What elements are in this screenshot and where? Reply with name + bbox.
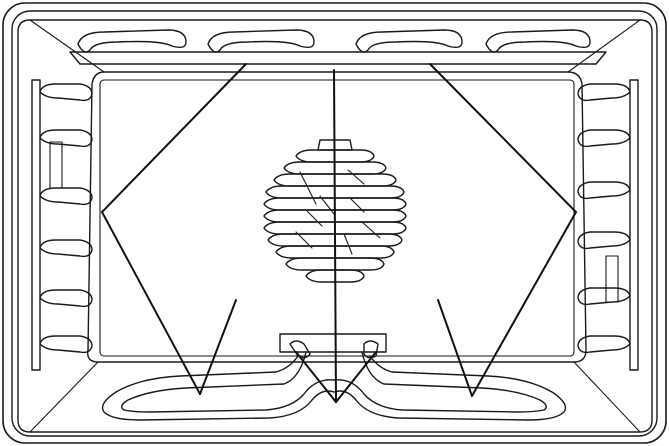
oven-drawing bbox=[0, 0, 669, 446]
oven-diagram bbox=[0, 0, 669, 446]
